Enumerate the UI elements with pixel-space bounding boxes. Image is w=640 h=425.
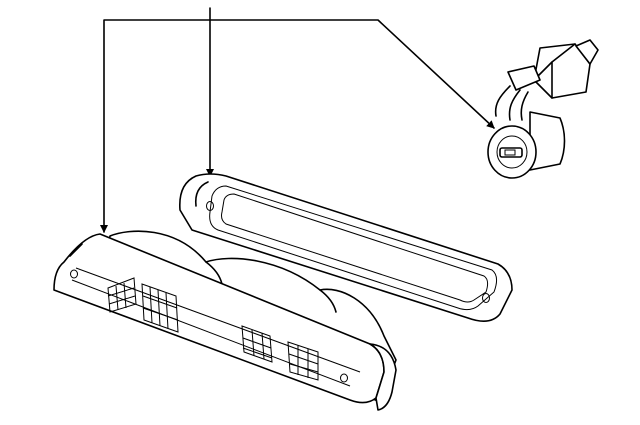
lamp-window-1 [107, 277, 137, 313]
callout-line-socket [209, 19, 495, 129]
lamp-window-2 [141, 283, 179, 333]
lamp-window-3 [241, 325, 273, 363]
callout-line-lamp [100, 19, 211, 233]
bulb-socket [487, 39, 599, 179]
lamp-assembly [53, 230, 397, 411]
lens-gasket [179, 173, 513, 322]
lamp-window-4 [287, 341, 319, 381]
callout-lines [100, 7, 495, 233]
